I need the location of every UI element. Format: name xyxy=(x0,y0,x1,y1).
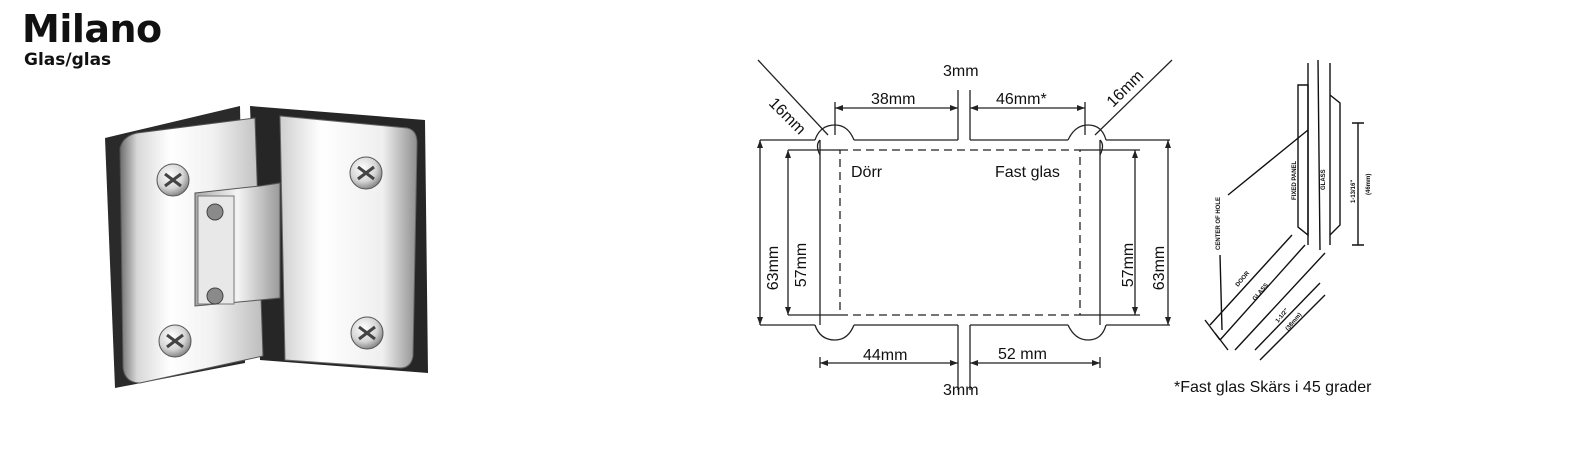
dim-bottom-mm-label: (38mm) xyxy=(1285,312,1303,332)
side-view-drawing: CENTER OF HOLE FIXED PANEL GLASS 1-13/16… xyxy=(1204,59,1372,361)
dimension-diagram: 3mm 3mm 38mm 46mm* 44mm 52 mm Dörr Fast … xyxy=(757,59,1173,399)
top-right-dim: 46mm* xyxy=(996,91,1047,108)
door-label: Dörr xyxy=(851,164,883,181)
screw-icon xyxy=(158,324,192,358)
dim-top-mm-label: (46mm) xyxy=(1366,174,1372,195)
screw-icon xyxy=(350,316,384,350)
glass-bottom-label: GLASS xyxy=(1252,283,1270,303)
center-of-hole-label: CENTER OF HOLE xyxy=(1216,197,1222,250)
top-left-dim: 38mm xyxy=(871,91,915,108)
fixed-glass-label: Fast glas xyxy=(995,164,1060,181)
door-side-label: DOOR xyxy=(1235,270,1252,288)
product-subtitle: Glas/glas xyxy=(24,50,112,70)
right-outer-height: 63mm xyxy=(1151,246,1168,290)
gap-bottom-label: 3mm xyxy=(943,382,979,399)
screw-icon xyxy=(156,163,190,197)
gap-top-label: 3mm xyxy=(943,63,979,80)
left-outer-height: 63mm xyxy=(765,246,782,290)
bottom-right-dim: 52 mm xyxy=(998,346,1047,363)
product-title: Milano xyxy=(22,7,162,51)
fixed-panel-label: FIXED PANEL xyxy=(1292,160,1298,200)
glass-top-label: GLASS xyxy=(1321,169,1327,190)
radius-right-label: 16mm xyxy=(1104,67,1147,110)
screw-icon xyxy=(349,156,383,190)
dim-top-label: 1-13/16" xyxy=(1351,180,1357,203)
left-inner-height: 57mm xyxy=(793,243,810,287)
bottom-left-dim: 44mm xyxy=(863,347,907,364)
hinge-photo xyxy=(105,106,428,388)
radius-left-label: 16mm xyxy=(765,95,808,138)
cut-note: *Fast glas Skärs i 45 grader xyxy=(1174,379,1372,396)
right-inner-height: 57mm xyxy=(1120,243,1137,287)
